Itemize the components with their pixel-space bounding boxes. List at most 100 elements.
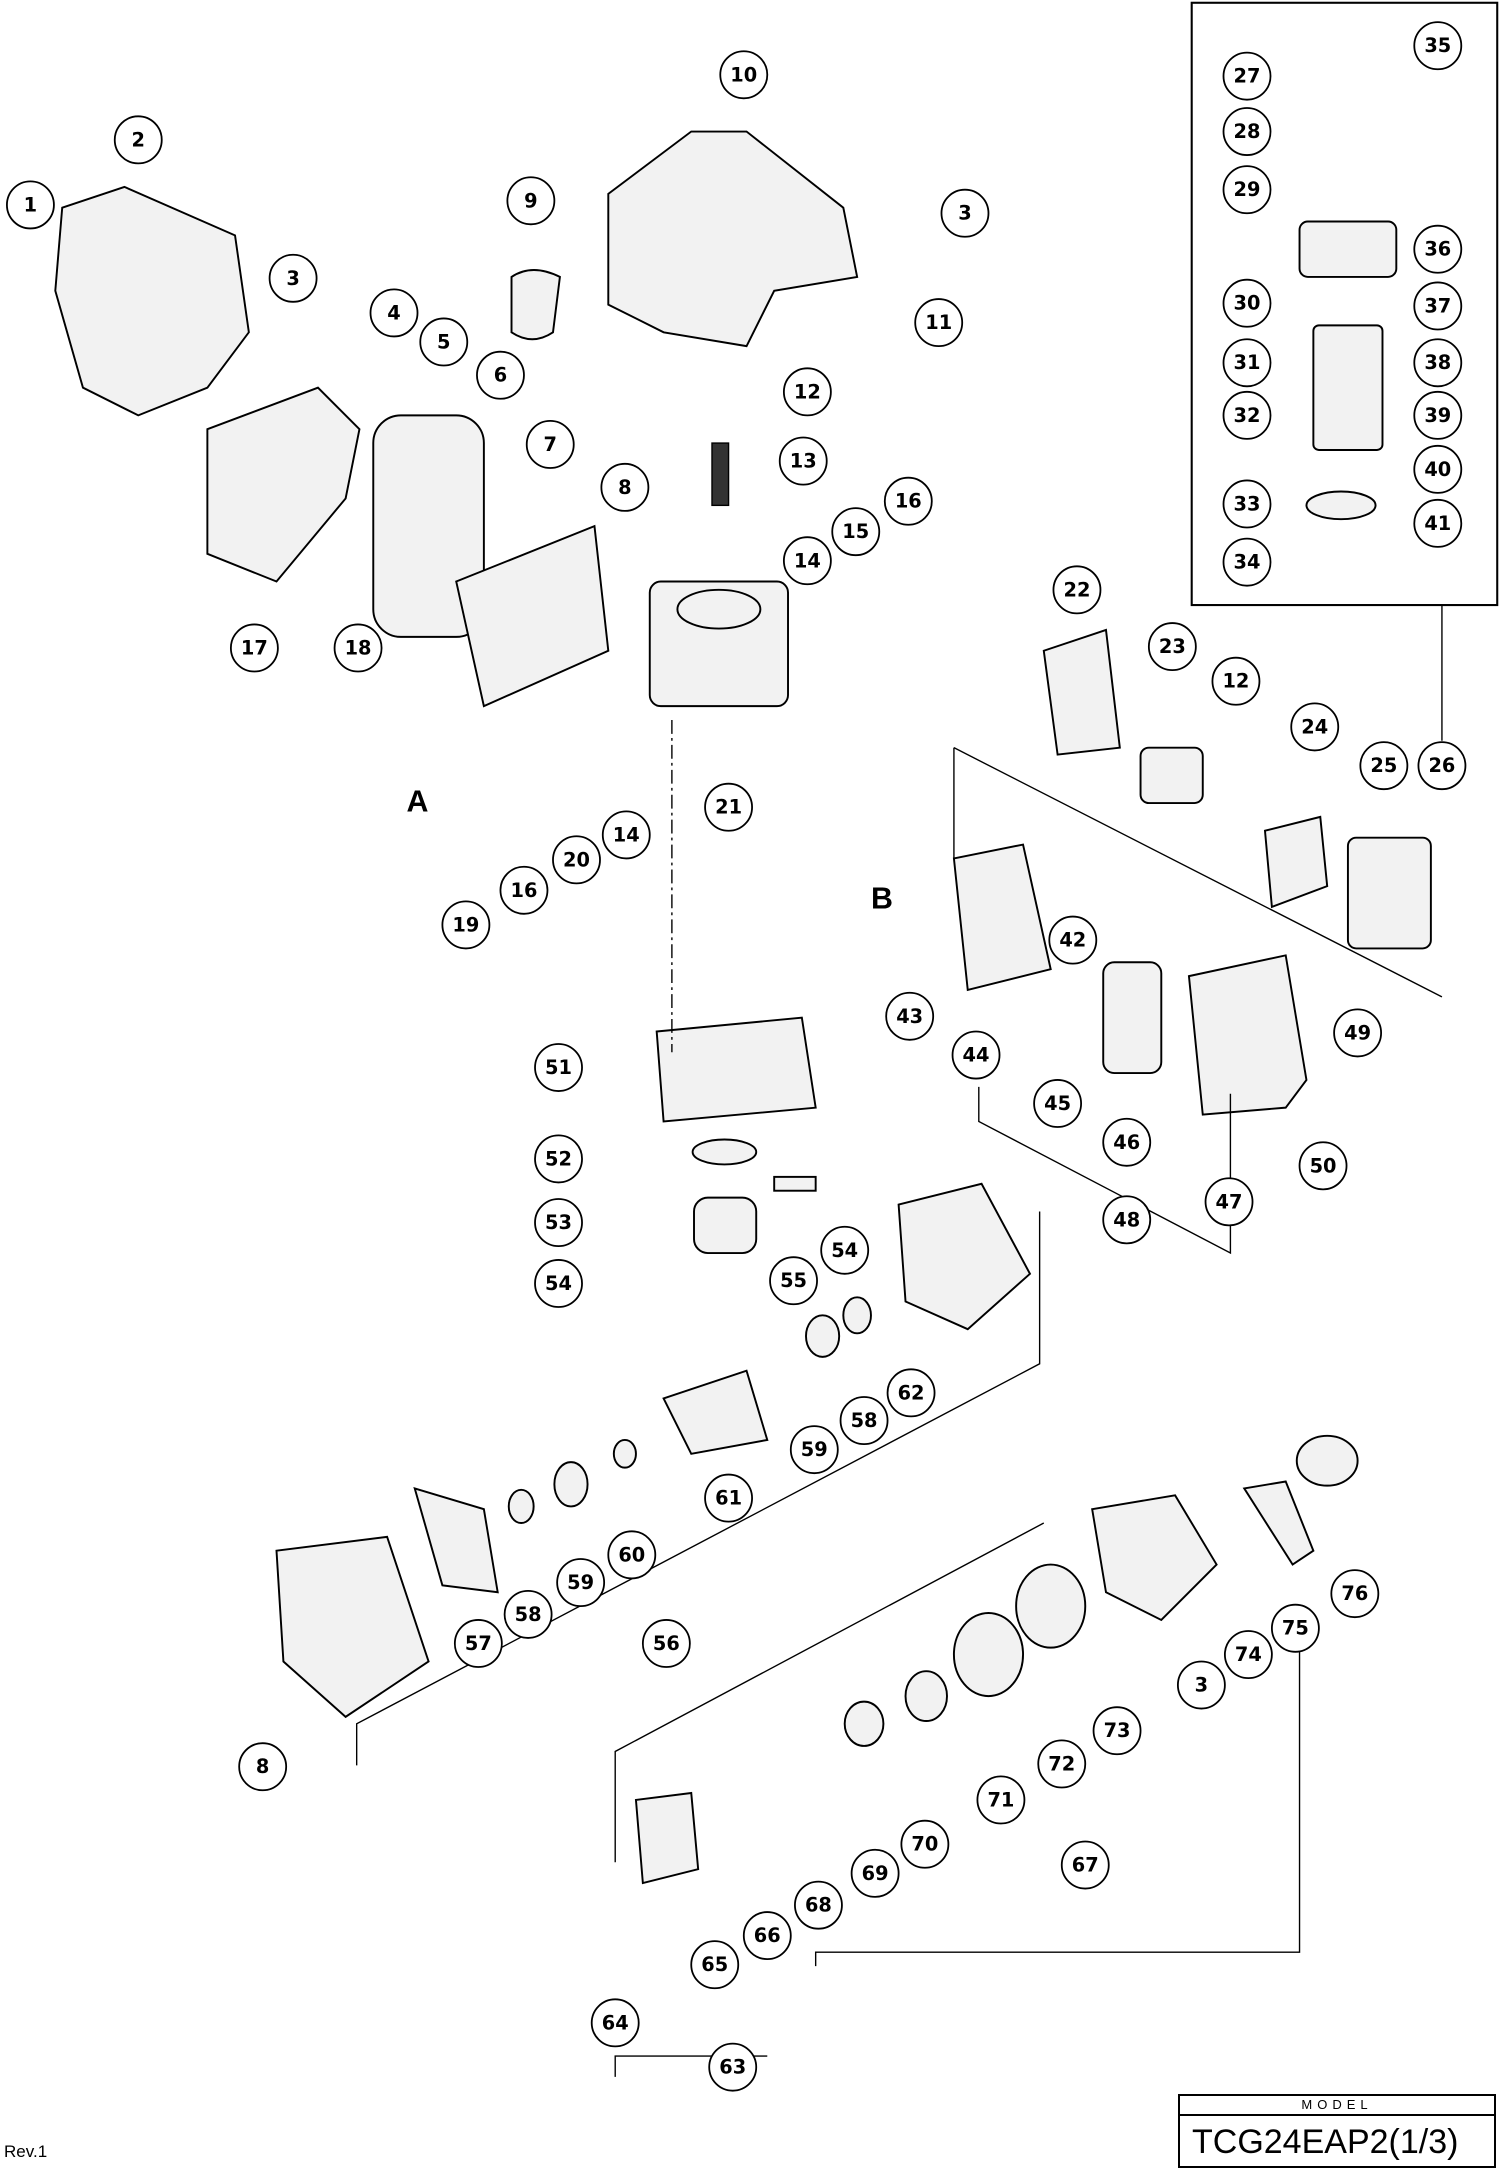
callout-12: 12 <box>782 367 832 417</box>
callout-36: 36 <box>1413 224 1463 274</box>
callout-circle <box>441 900 491 950</box>
callout-number: 38 <box>1424 351 1451 374</box>
model-label: MODEL <box>1180 2096 1494 2116</box>
callout-circle <box>1033 1079 1083 1128</box>
callout-circle <box>1048 915 1098 965</box>
callout-circle <box>590 1998 640 2048</box>
callout-number: 23 <box>1159 635 1186 658</box>
callout-circle <box>534 1198 583 1248</box>
callout-number: 33 <box>1234 492 1261 515</box>
callout-circle <box>600 462 650 512</box>
callout-number: 51 <box>545 1056 572 1079</box>
callout-61: 61 <box>704 1473 753 1523</box>
callout-circle <box>1290 702 1340 752</box>
callout-number: 12 <box>1222 670 1249 693</box>
callout-circle <box>1223 1630 1273 1679</box>
callout-circle <box>1413 444 1463 494</box>
callout-54: 54 <box>534 1259 583 1308</box>
callout-number: 8 <box>618 476 631 499</box>
callout-circle <box>782 367 832 417</box>
callout-11: 11 <box>914 298 964 348</box>
callout-circle <box>820 1225 870 1275</box>
callout-19: 19 <box>441 900 491 950</box>
callout-circle <box>503 1589 553 1639</box>
callout-14: 14 <box>782 536 832 586</box>
callout-number: 13 <box>790 450 817 473</box>
callout-circle <box>641 1619 691 1668</box>
callout-39: 39 <box>1413 390 1463 440</box>
callout-number: 14 <box>613 823 640 846</box>
callout-55: 55 <box>769 1256 818 1306</box>
callout-30: 30 <box>1222 278 1272 328</box>
callout-number: 35 <box>1424 34 1451 57</box>
callout-number: 19 <box>452 913 479 936</box>
callout-circle <box>1417 741 1467 791</box>
callout-number: 52 <box>545 1147 572 1170</box>
callout-number: 70 <box>911 1833 938 1856</box>
callout-number: 66 <box>754 1924 781 1947</box>
callout-60: 60 <box>607 1530 657 1580</box>
callout-number: 44 <box>963 1044 990 1067</box>
carburetor-inset-frame <box>1190 1 1499 607</box>
callout-48: 48 <box>1102 1195 1152 1245</box>
callout-circle <box>704 782 753 832</box>
callout-circle <box>1176 1660 1226 1710</box>
callout-number: 18 <box>345 636 372 659</box>
callout-circle <box>900 1819 950 1869</box>
callout-45: 45 <box>1033 1079 1083 1128</box>
callout-6: 6 <box>476 350 525 400</box>
parts-illustrations <box>54 130 1432 1885</box>
callout-circle <box>690 1940 740 1990</box>
callout-16: 16 <box>883 476 933 526</box>
callout-66: 66 <box>742 1911 792 1961</box>
callout-number: 9 <box>524 189 537 212</box>
callout-3: 3 <box>940 188 990 238</box>
callout-number: 45 <box>1044 1092 1071 1115</box>
callout-53: 53 <box>534 1198 583 1248</box>
callout-number: 74 <box>1235 1643 1262 1666</box>
callout-circle <box>850 1848 900 1898</box>
callout-circle <box>476 350 525 400</box>
callout-circle <box>886 1368 936 1418</box>
callout-number: 16 <box>895 490 922 513</box>
callout-number: 68 <box>805 1894 832 1917</box>
callout-circle <box>794 1880 843 1930</box>
callout-number: 63 <box>719 2056 746 2079</box>
callout-circle <box>1270 1603 1320 1653</box>
callout-circle <box>229 623 279 673</box>
callout-5: 5 <box>419 317 469 367</box>
callout-21: 21 <box>704 782 753 832</box>
callout-number: 3 <box>1195 1674 1208 1697</box>
callout-circle <box>831 507 881 557</box>
callout-circle <box>1413 281 1463 331</box>
callout-number: 22 <box>1063 578 1090 601</box>
callout-number: 46 <box>1113 1131 1140 1154</box>
callout-number: 65 <box>701 1953 728 1976</box>
callout-circle <box>976 1775 1026 1825</box>
callout-circle <box>914 298 964 348</box>
callout-3: 3 <box>268 253 318 303</box>
callout-22: 22 <box>1052 565 1102 615</box>
callout-circle <box>951 1030 1001 1080</box>
callout-number: 8 <box>256 1755 269 1778</box>
callout-26: 26 <box>1417 741 1467 791</box>
callout-10: 10 <box>719 50 769 100</box>
callout-69: 69 <box>850 1848 900 1898</box>
callout-circle <box>719 50 769 100</box>
callout-68: 68 <box>794 1880 843 1930</box>
callout-circle <box>704 1473 753 1523</box>
callout-circle <box>839 1396 889 1446</box>
callout-circle <box>1333 1008 1383 1058</box>
callout-40: 40 <box>1413 444 1463 494</box>
callout-8: 8 <box>238 1742 288 1792</box>
callout-9: 9 <box>506 176 556 226</box>
callout-circle <box>1222 278 1272 328</box>
callout-number: 32 <box>1234 404 1261 427</box>
callout-circle <box>534 1259 583 1308</box>
callout-number: 48 <box>1113 1208 1140 1231</box>
callout-circle <box>238 1742 288 1792</box>
callout-16: 16 <box>499 865 549 915</box>
callout-14: 14 <box>601 810 651 860</box>
callout-15: 15 <box>831 507 881 557</box>
